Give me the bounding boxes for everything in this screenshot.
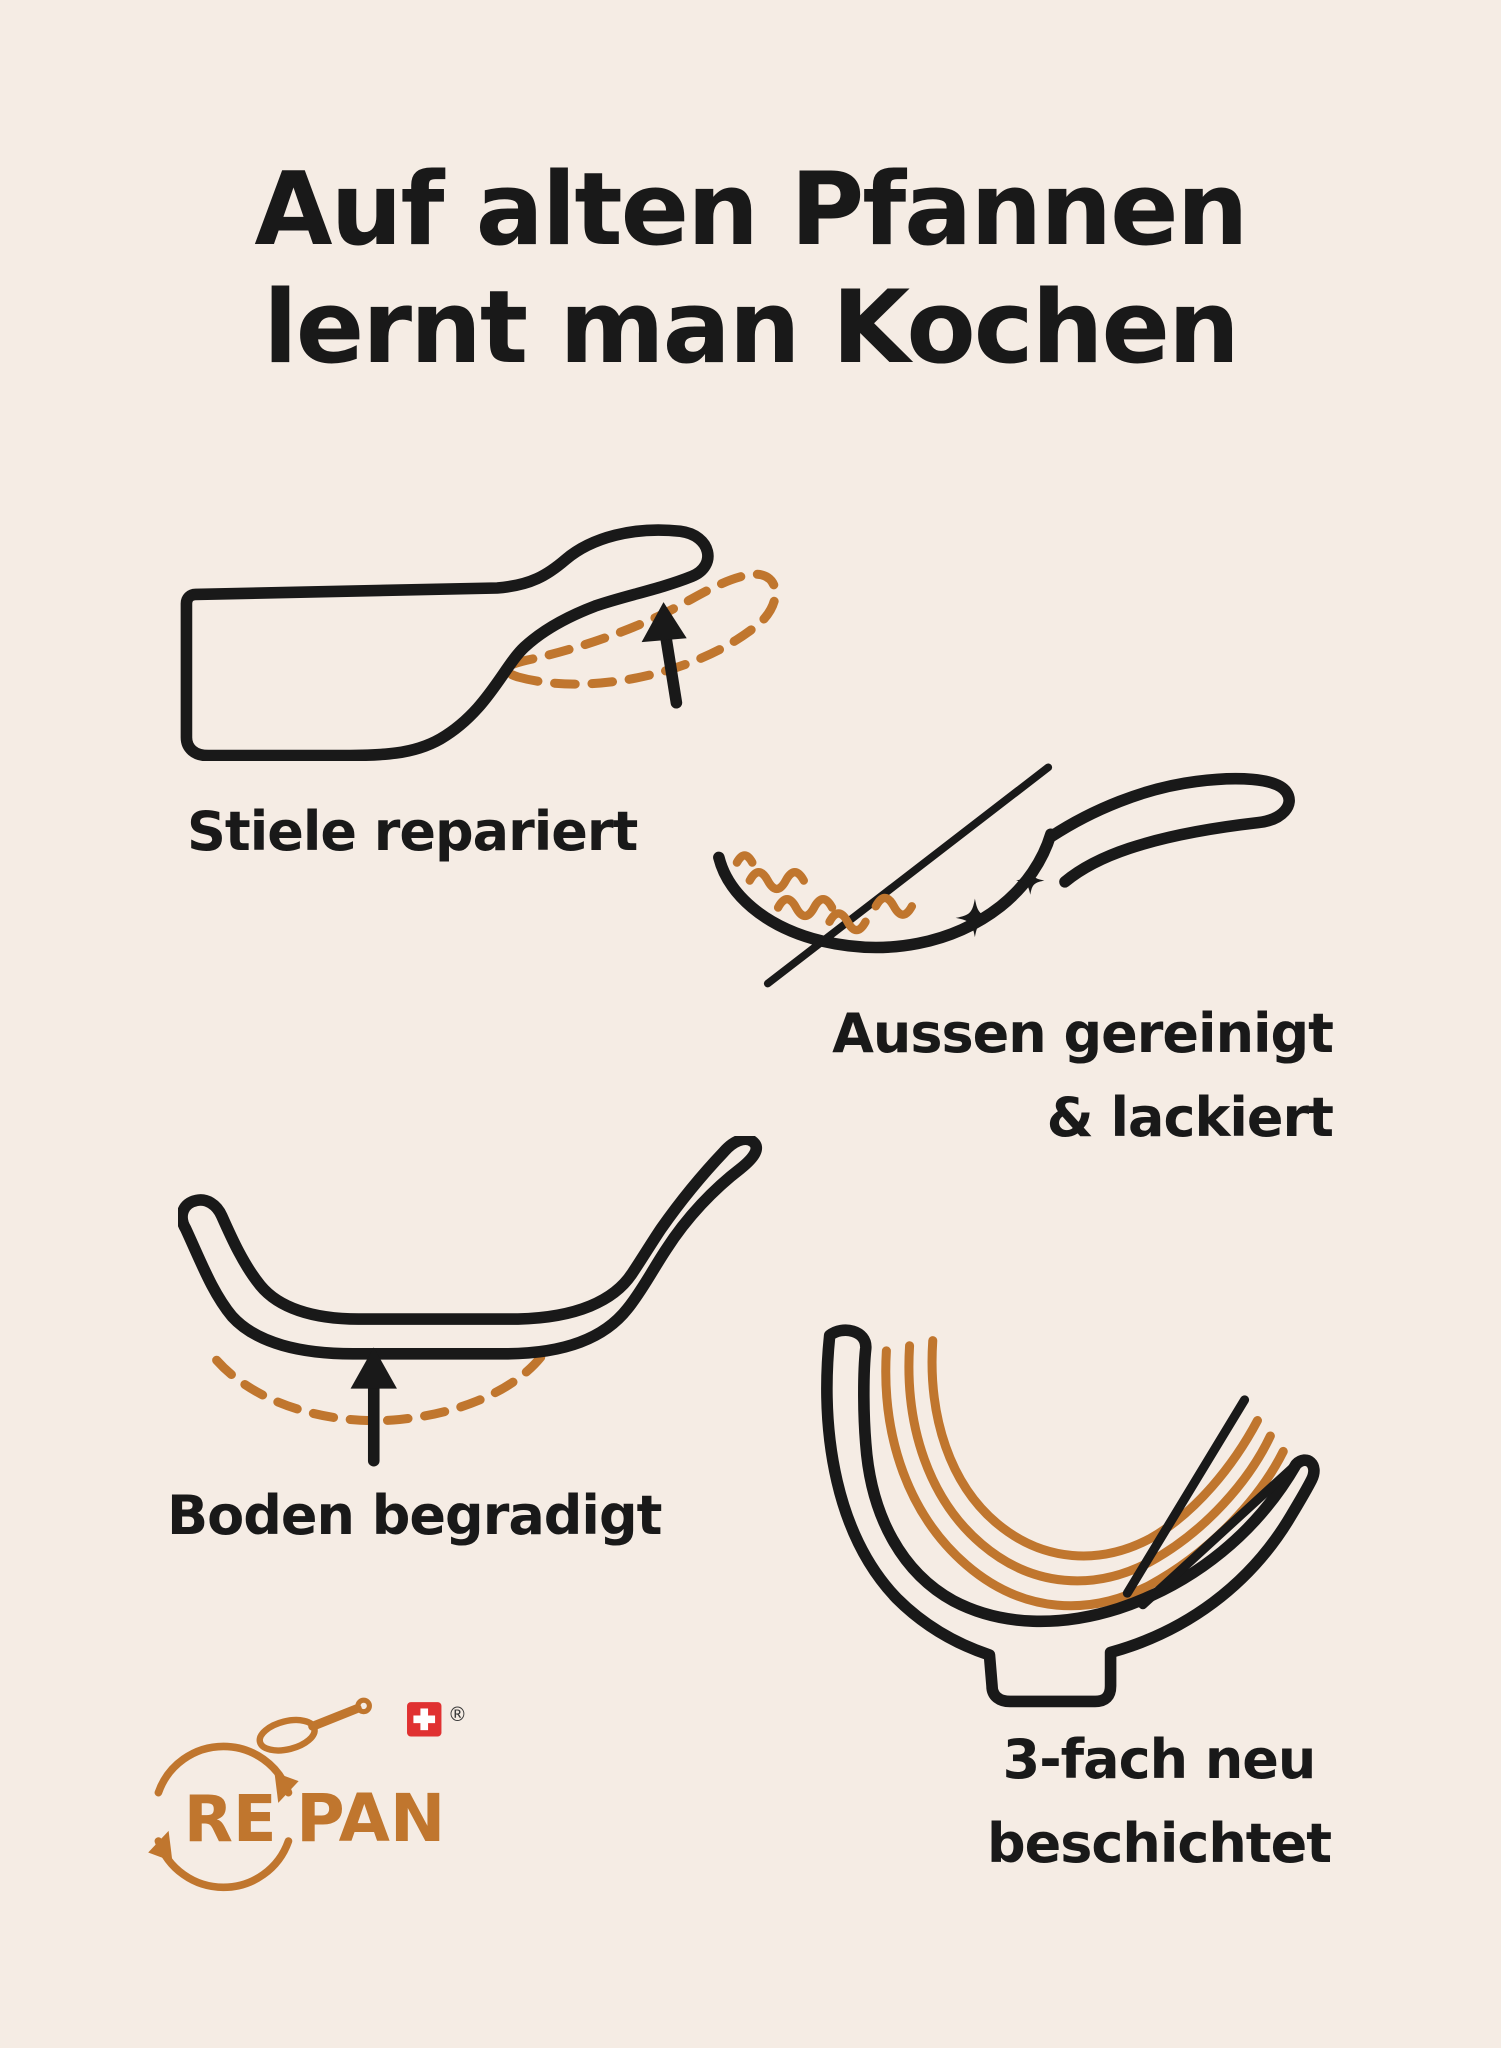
step-label-line-1: Aussen gereinigt [832, 1002, 1334, 1065]
step-label-line-2: & lackiert [1046, 1085, 1334, 1149]
logo-text-pan: PAN [296, 1779, 445, 1857]
step-label-handle-repaired: Stiele repariert [187, 800, 638, 863]
coating-layer-arc [904, 1341, 1275, 1586]
pan-cleaned-lacquered-icon [706, 762, 1303, 994]
warped-base-dashed-arc [212, 1350, 547, 1426]
repan-logo: RE PAN ® [144, 1697, 489, 1901]
page-title: Auf alten Pfannen lernt man Kochen [0, 150, 1501, 386]
pan-body-outline [178, 1136, 762, 1360]
cleaning-rod-line [763, 763, 1053, 988]
step-label-outside-cleaned: Aussen gereinigt & lackiert [832, 992, 1334, 1159]
step-label-base-flattened: Boden begradigt [167, 1484, 662, 1547]
arrow-head [350, 1347, 397, 1389]
step-label-recoated: 3-fach neu beschichtet [959, 1718, 1359, 1885]
arrow-shaft [660, 632, 683, 709]
pan-handle-repaired-icon [180, 522, 786, 761]
pointer-line [1138, 1462, 1299, 1610]
title-line-1: Auf alten Pfannen [254, 150, 1248, 268]
scrub-mark [745, 868, 808, 894]
pan-cross-section-outline [821, 1324, 1320, 1708]
scrub-mark [825, 909, 870, 935]
coating-layer-arc [927, 1336, 1262, 1561]
sparkle-icon [1016, 866, 1045, 895]
logo-pan-icon [256, 1697, 372, 1754]
scrub-mark [732, 851, 757, 867]
sparkle-icon [955, 898, 995, 938]
recycle-arrows-icon [148, 1742, 299, 1892]
scrub-mark [773, 895, 837, 921]
scrub-mark [871, 893, 917, 919]
step-label-line-2: beschichtet [986, 1811, 1332, 1875]
pan-body-outline [180, 524, 714, 761]
swiss-flag-icon [407, 1702, 442, 1737]
pan-recoated-layers-icon [809, 1320, 1340, 1713]
step-label-line-1: 3-fach neu [1002, 1728, 1317, 1791]
pan-base-flattened-icon [178, 1136, 773, 1475]
pan-handle-outline [1045, 772, 1295, 888]
title-line-2: lernt man Kochen [263, 268, 1240, 387]
registered-trademark-symbol: ® [448, 1703, 467, 1726]
pointer-line [1122, 1395, 1250, 1598]
arrow-head [641, 602, 687, 643]
logo-text-re: RE [184, 1783, 277, 1857]
